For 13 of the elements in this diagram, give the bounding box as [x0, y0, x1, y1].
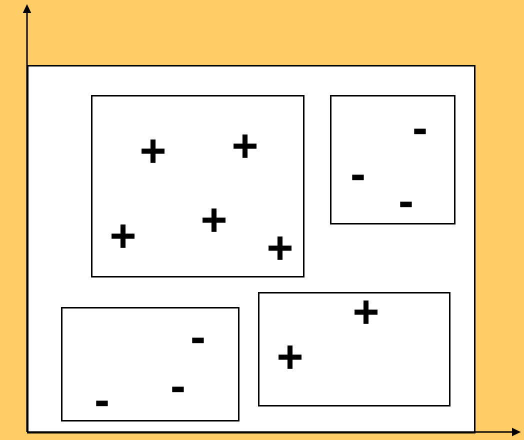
- sign-symbol: +: [268, 236, 292, 260]
- sign-symbol: -: [96, 400, 108, 406]
- sign-symbol: -: [192, 338, 204, 344]
- sign-symbol: +: [354, 300, 378, 324]
- sign-symbol: -: [172, 386, 184, 392]
- sign-symbol: +: [278, 346, 302, 369]
- sign-symbol: -: [352, 174, 364, 180]
- sign-symbol: +: [202, 208, 226, 232]
- sign-symbol: +: [142, 140, 165, 163]
- sign-symbol: +: [234, 134, 257, 158]
- sign-symbol: -: [414, 128, 426, 134]
- sign-symbol: +: [112, 224, 135, 248]
- sign-symbol: -: [400, 202, 412, 208]
